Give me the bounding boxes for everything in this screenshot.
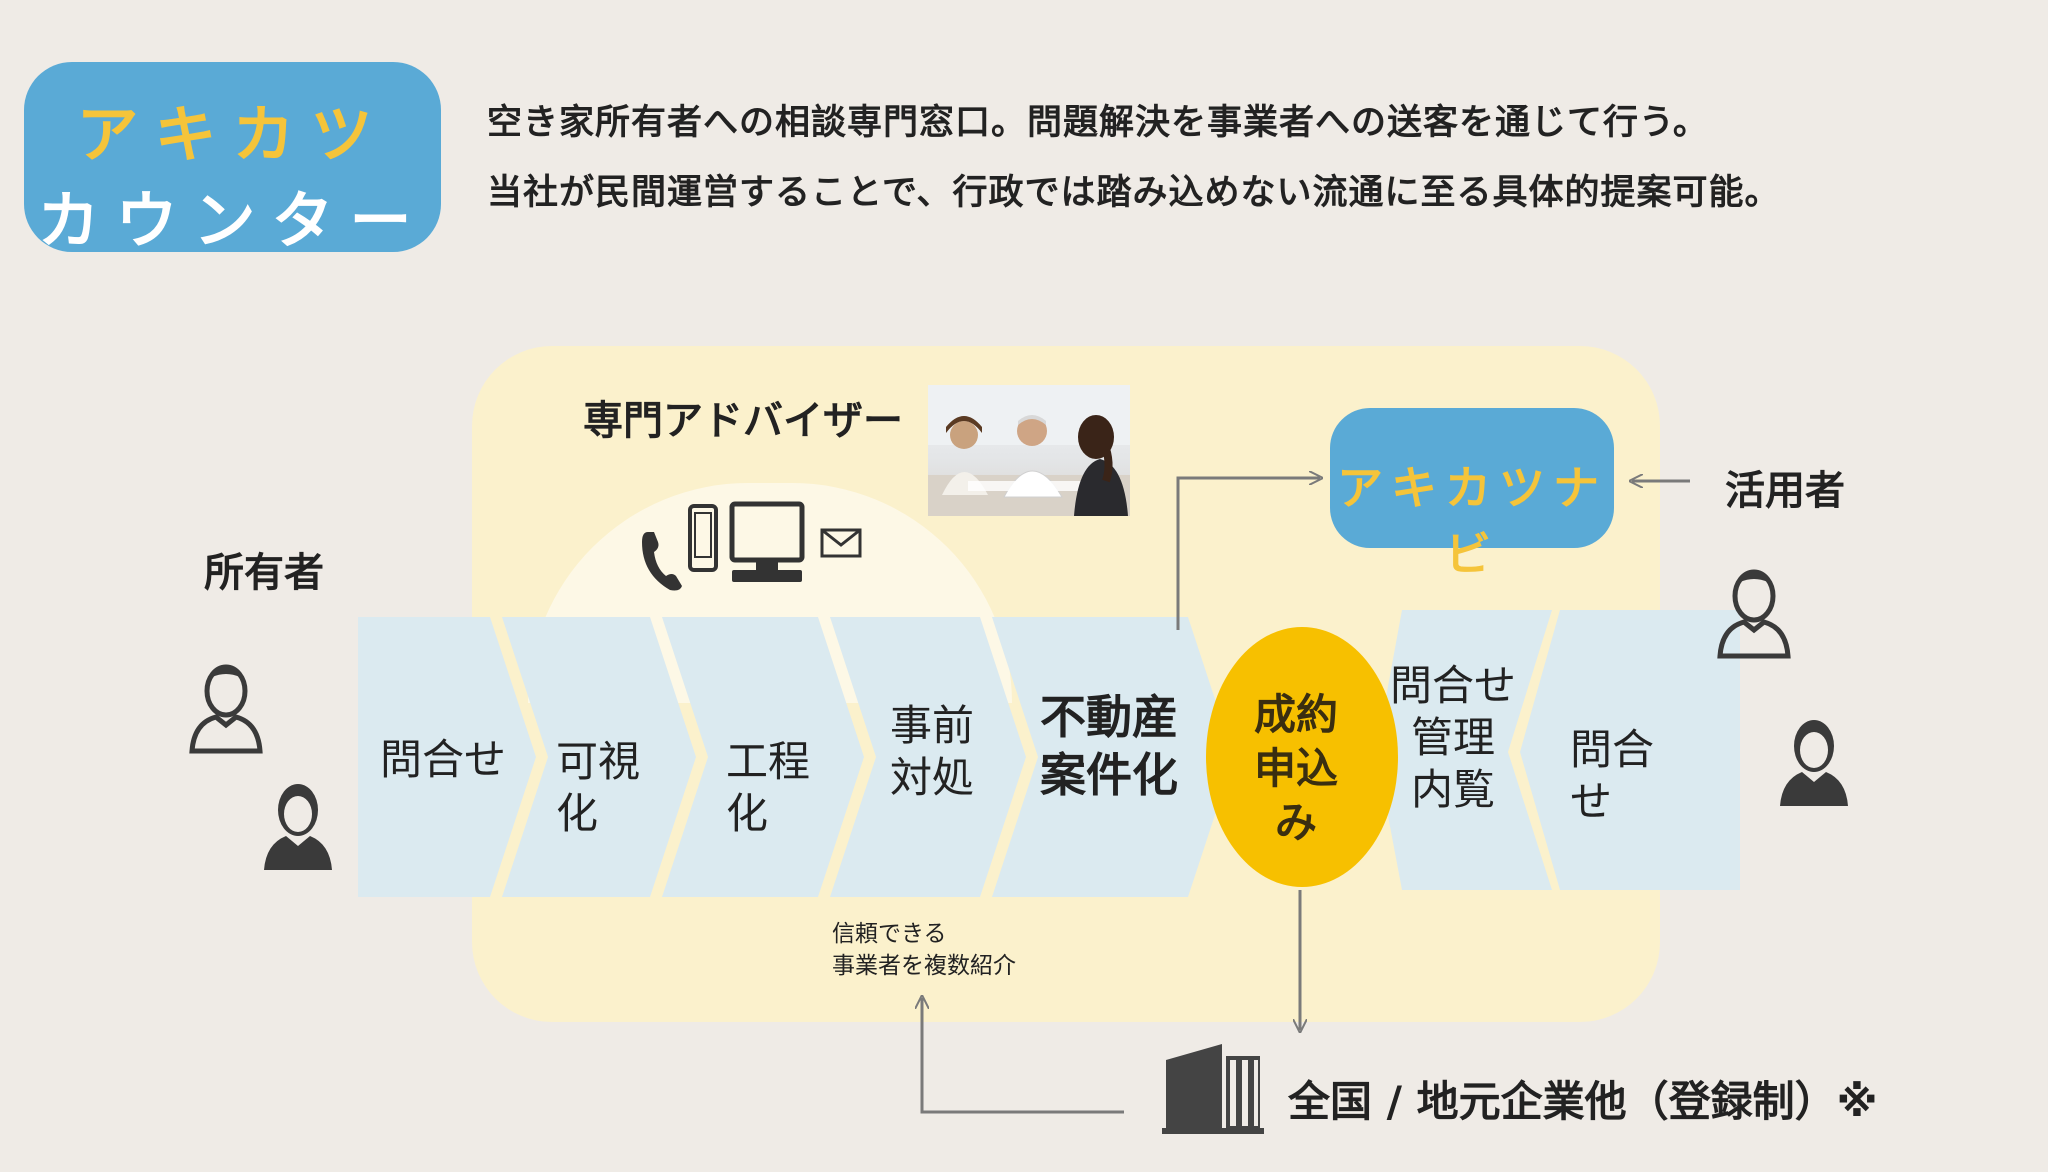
referral-note-line-2: 事業者を複数紹介 bbox=[832, 950, 1016, 982]
step-process-label: 工程 化 bbox=[726, 736, 810, 840]
step-visualize-label: 可視 化 bbox=[556, 736, 640, 840]
building-icon bbox=[1162, 1044, 1264, 1134]
step-process-line-1: 工程 bbox=[726, 736, 810, 788]
mail-icon bbox=[822, 530, 860, 556]
contract-line-3: み bbox=[1254, 796, 1338, 850]
referral-note-line-1: 信頼できる bbox=[832, 918, 1016, 950]
owner-person-icon-female bbox=[264, 784, 332, 870]
owner-person-icon-male bbox=[192, 667, 260, 751]
referral-note: 信頼できる 事業者を複数紹介 bbox=[832, 918, 1016, 982]
step-user-inquiry-line-2: せ bbox=[1570, 776, 1654, 828]
step-visualize-line-1: 可視 bbox=[556, 736, 640, 788]
step-visualize-line-2: 化 bbox=[556, 788, 640, 840]
contract-line-1: 成約 bbox=[1254, 688, 1338, 742]
smartphone-icon bbox=[690, 506, 716, 570]
phone-icon bbox=[642, 532, 682, 591]
step-preaction-line-1: 事前 bbox=[890, 700, 974, 752]
arrow-companies-to-referral bbox=[922, 998, 1124, 1112]
contract-line-2: 申込 bbox=[1254, 742, 1338, 796]
companies-label: 全国 / 地元企業他（登録制）※ bbox=[1288, 1068, 1877, 1129]
step-preaction-line-2: 対処 bbox=[890, 752, 974, 804]
step-property-line-2: 案件化 bbox=[1040, 746, 1178, 804]
step-process-line-2: 化 bbox=[726, 788, 810, 840]
user-person-icon-female bbox=[1780, 720, 1848, 806]
step-manage-line-1: 問合せ bbox=[1390, 660, 1516, 712]
step-property-line-1: 不動産 bbox=[1040, 688, 1178, 746]
computer-icon bbox=[732, 504, 802, 582]
step-manage-label: 問合せ 管理 内覧 bbox=[1390, 660, 1516, 816]
step-user-inquiry-line-1: 問合 bbox=[1570, 724, 1654, 776]
step-manage-line-2: 管理 bbox=[1390, 712, 1516, 764]
step-preaction-label: 事前 対処 bbox=[890, 700, 974, 804]
step-inquiry-label: 問合せ bbox=[380, 734, 506, 786]
step-user-inquiry-label: 問合 せ bbox=[1570, 724, 1654, 828]
step-property-label: 不動産 案件化 bbox=[1040, 688, 1178, 804]
step-manage-line-3: 内覧 bbox=[1390, 764, 1516, 816]
contract-label: 成約 申込 み bbox=[1254, 688, 1338, 850]
arrow-to-navi bbox=[1178, 478, 1320, 630]
